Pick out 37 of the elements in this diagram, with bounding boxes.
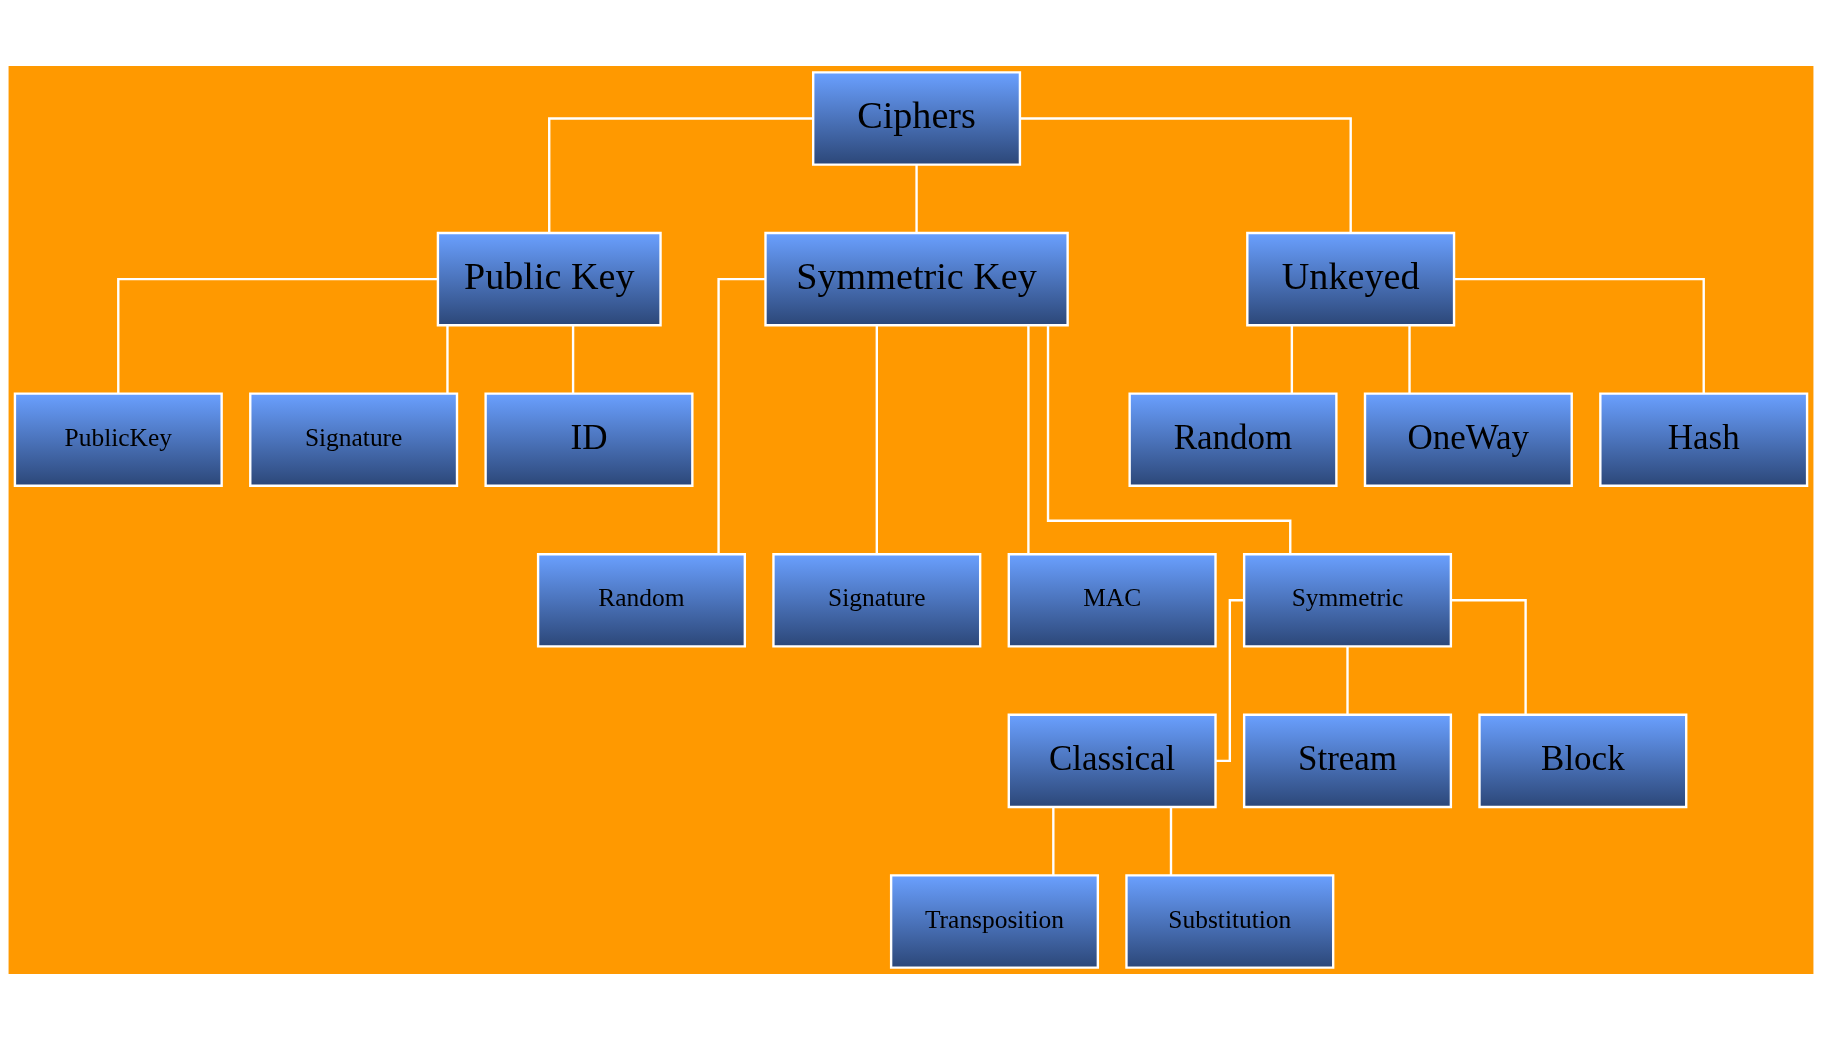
connector <box>1346 646 1349 715</box>
node-box: MAC <box>1007 552 1217 648</box>
connector <box>717 277 765 554</box>
node-box: Ciphers <box>812 70 1022 166</box>
connector <box>1454 277 1705 393</box>
node-box: Symmetric Key <box>764 231 1069 326</box>
connector <box>1169 806 1173 875</box>
node-box: Transposition <box>889 873 1100 969</box>
node-box: Signature <box>249 391 459 487</box>
node-box: Signature <box>772 552 982 648</box>
connector <box>1027 325 1030 554</box>
connector <box>117 277 438 393</box>
node-box: Block <box>1478 713 1688 808</box>
node-box: Random <box>536 552 746 648</box>
node-box: Classical <box>1007 713 1217 808</box>
connector <box>1451 598 1527 714</box>
node-box: PublicKey <box>13 391 223 487</box>
node-box: Public Key <box>436 231 662 326</box>
connector <box>1215 598 1244 762</box>
node-box: Stream <box>1242 713 1453 808</box>
connector <box>915 164 918 233</box>
node-box: Symmetric <box>1242 552 1453 648</box>
node-box: Random <box>1128 391 1338 487</box>
connector <box>875 325 878 554</box>
connector <box>571 325 575 393</box>
node-box: OneWay <box>1363 391 1573 487</box>
connector <box>1052 806 1055 875</box>
node-box: ID <box>484 391 694 487</box>
connector <box>1046 325 1292 554</box>
connector <box>446 325 449 393</box>
node-box: Hash <box>1599 391 1809 487</box>
node-box: Substitution <box>1125 873 1335 969</box>
node-box: Unkeyed <box>1246 231 1456 326</box>
connector <box>548 116 813 233</box>
connector <box>1290 325 1294 393</box>
connector <box>1020 116 1352 233</box>
connector <box>1408 325 1411 393</box>
